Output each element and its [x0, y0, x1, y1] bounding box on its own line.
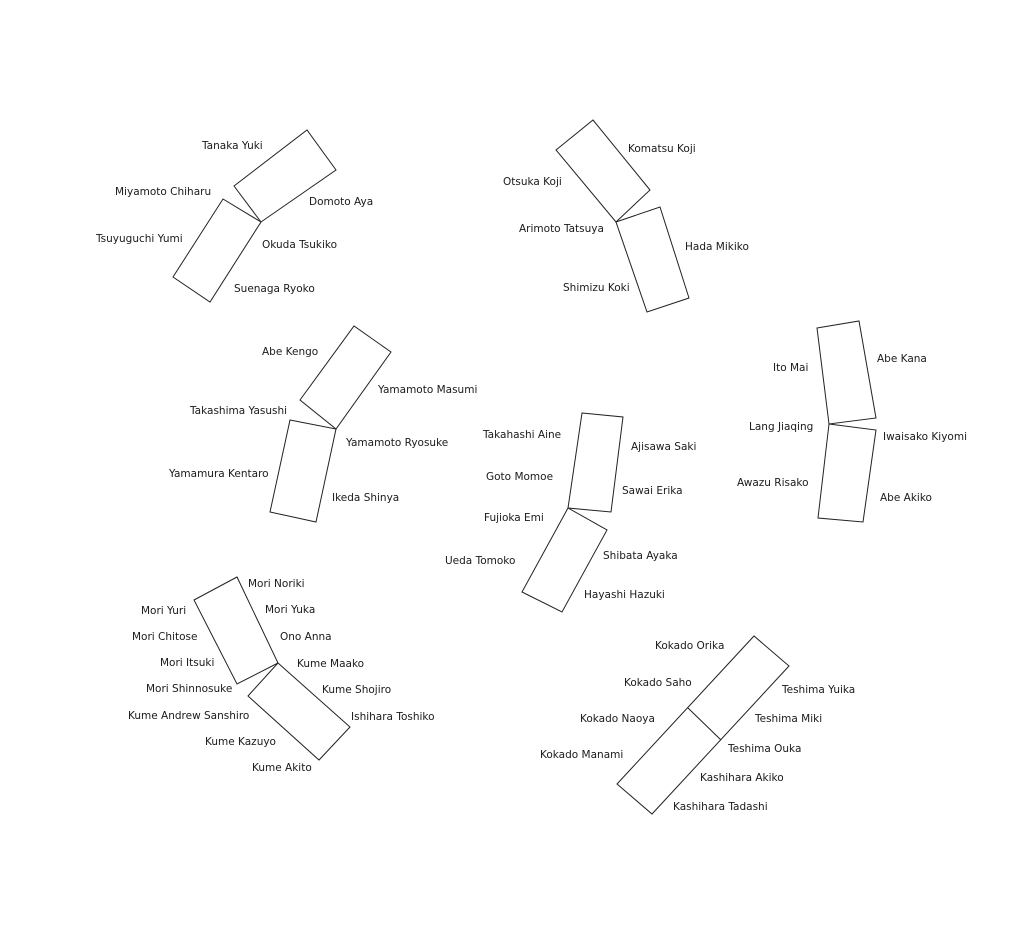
- guest-name-label: Domoto Aya: [309, 196, 373, 208]
- guest-name-label: Takahashi Aine: [482, 429, 561, 441]
- guest-name-label: Hayashi Hazuki: [584, 589, 665, 601]
- guest-name-label: Mori Yuka: [265, 604, 315, 616]
- guest-name-label: Abe Akiko: [880, 492, 932, 504]
- guest-name-label: Ito Mai: [773, 362, 808, 374]
- guest-name-label: Lang Jiaqing: [749, 421, 813, 433]
- guest-name-label: Kokado Manami: [540, 749, 623, 761]
- guest-name-label: Awazu Risako: [737, 477, 809, 489]
- guest-name-label: Ajisawa Saki: [631, 441, 696, 453]
- table: [567, 412, 624, 513]
- guest-name-label: Arimoto Tatsuya: [519, 223, 604, 235]
- guest-name-label: Kashihara Akiko: [700, 772, 784, 784]
- guest-name-label: Tanaka Yuki: [201, 140, 263, 152]
- guest-name-label: Otsuka Koji: [503, 176, 562, 188]
- guest-name-label: Kokado Orika: [655, 640, 724, 652]
- guest-name-label: Goto Momoe: [486, 471, 553, 483]
- guest-name-label: Ueda Tomoko: [445, 555, 515, 567]
- guest-name-label: Iwaisako Kiyomi: [883, 431, 967, 443]
- table: [816, 320, 877, 425]
- guest-name-label: Abe Kengo: [262, 346, 318, 358]
- guest-name-label: Sawai Erika: [622, 485, 683, 497]
- table-group-4: [521, 412, 624, 613]
- guest-name-label: Kashihara Tadashi: [673, 801, 768, 813]
- guest-name-label: Kume Shojiro: [322, 684, 391, 696]
- guest-name-label: Ishihara Toshiko: [351, 711, 435, 723]
- table: [172, 198, 262, 303]
- table: [247, 662, 351, 761]
- table: [233, 129, 337, 223]
- guest-name-label: Yamamoto Ryosuke: [345, 437, 448, 449]
- table-group-2: [555, 119, 690, 313]
- guest-name-label: Mori Yuri: [141, 605, 186, 617]
- table-group-7: [616, 635, 790, 815]
- guest-name-label: Fujioka Emi: [484, 512, 544, 524]
- guest-name-label: Mori Itsuki: [160, 657, 214, 669]
- table: [555, 119, 651, 223]
- table-group-5: [816, 320, 877, 523]
- guest-name-label: Kume Maako: [297, 658, 364, 670]
- guest-name-label: Takashima Yasushi: [189, 405, 287, 417]
- table: [615, 206, 690, 313]
- guest-name-label: Kume Akito: [252, 762, 312, 774]
- table: [299, 325, 392, 430]
- guest-name-label: Kume Andrew Sanshiro: [128, 710, 249, 722]
- guest-name-label: Okuda Tsukiko: [262, 239, 337, 251]
- table: [269, 419, 337, 523]
- table: [817, 423, 877, 523]
- guest-name-label: Tsuyuguchi Yumi: [95, 233, 183, 245]
- guest-name-label: Kume Kazuyo: [205, 736, 276, 748]
- guest-name-label: Teshima Ouka: [727, 743, 801, 755]
- guest-name-label: Teshima Miki: [754, 713, 822, 725]
- guest-name-label: Teshima Yuika: [781, 684, 855, 696]
- table-divider: [687, 707, 722, 741]
- table-group-3: [269, 325, 392, 523]
- guest-name-label: Ono Anna: [280, 631, 332, 643]
- guest-name-label: Mori Noriki: [248, 578, 305, 590]
- table: [521, 507, 608, 613]
- guest-name-label: Miyamoto Chiharu: [115, 186, 211, 198]
- guest-name-label: Mori Shinnosuke: [146, 683, 232, 695]
- guest-name-label: Ikeda Shinya: [332, 492, 399, 504]
- guest-name-label: Abe Kana: [877, 353, 927, 365]
- table: [616, 635, 790, 815]
- guest-name-label: Suenaga Ryoko: [234, 283, 315, 295]
- guest-name-label: Shimizu Koki: [563, 282, 630, 294]
- guest-name-label: Shibata Ayaka: [603, 550, 678, 562]
- guest-name-label: Komatsu Koji: [628, 143, 696, 155]
- table-group-1: [172, 129, 337, 303]
- guest-name-label: Hada Mikiko: [685, 241, 749, 253]
- guest-name-label: Yamamura Kentaro: [168, 468, 269, 480]
- guest-name-label: Kokado Naoya: [580, 713, 655, 725]
- guest-name-label: Yamamoto Masumi: [377, 384, 477, 396]
- guest-name-label: Kokado Saho: [624, 677, 692, 689]
- table-group-6: [193, 576, 351, 761]
- guest-name-label: Mori Chitose: [132, 631, 197, 643]
